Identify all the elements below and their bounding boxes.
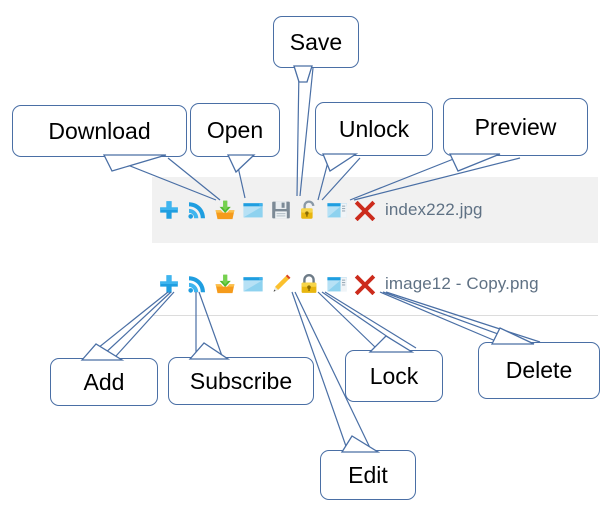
- row-action-toolbar: [158, 199, 376, 221]
- file-name: index222.jpg: [385, 200, 483, 219]
- callout-download: Download: [12, 105, 187, 157]
- callout-label: Save: [289, 28, 343, 55]
- open-window-icon[interactable]: [242, 199, 264, 221]
- callout-label: Edit: [348, 461, 388, 488]
- row-divider: [152, 315, 598, 316]
- callout-open: Open: [190, 103, 280, 157]
- floppy-disk-icon[interactable]: [270, 199, 292, 221]
- rss-icon[interactable]: [186, 273, 208, 295]
- red-x-icon[interactable]: [354, 273, 376, 295]
- lock-padlock-icon[interactable]: [298, 273, 320, 295]
- callout-subscribe: Subscribe: [168, 357, 314, 405]
- callout-add: Add: [50, 358, 158, 406]
- preview-pane-icon[interactable]: [326, 273, 348, 295]
- callout-label: Subscribe: [189, 367, 293, 394]
- callout-label: Unlock: [338, 115, 410, 142]
- table-row[interactable]: image12 - Copy.png: [152, 252, 598, 316]
- callout-label: Delete: [505, 357, 573, 383]
- unlock-padlock-icon[interactable]: [298, 199, 320, 221]
- file-name: image12 - Copy.png: [385, 274, 539, 293]
- callout-label: Add: [83, 368, 125, 395]
- download-tray-icon[interactable]: [214, 273, 236, 295]
- table-row[interactable]: index222.jpg: [152, 177, 598, 243]
- callout-preview: Preview: [443, 98, 588, 156]
- callout-label: Download: [48, 117, 151, 144]
- red-x-icon[interactable]: [354, 199, 376, 221]
- open-window-icon[interactable]: [242, 273, 264, 295]
- callout-lock: Lock: [345, 350, 443, 402]
- download-tray-icon[interactable]: [214, 199, 236, 221]
- callout-label: Lock: [369, 362, 419, 389]
- callout-unlock: Unlock: [315, 102, 433, 156]
- callout-delete: Delete: [478, 342, 600, 399]
- callout-label: Open: [206, 116, 264, 143]
- rss-icon[interactable]: [186, 199, 208, 221]
- row-action-toolbar: [158, 273, 376, 295]
- plus-icon[interactable]: [158, 199, 180, 221]
- callout-save: Save: [273, 16, 359, 68]
- preview-pane-icon[interactable]: [326, 199, 348, 221]
- callout-edit: Edit: [320, 450, 416, 500]
- plus-icon[interactable]: [158, 273, 180, 295]
- pencil-icon[interactable]: [270, 273, 292, 295]
- callout-label: Preview: [474, 113, 557, 140]
